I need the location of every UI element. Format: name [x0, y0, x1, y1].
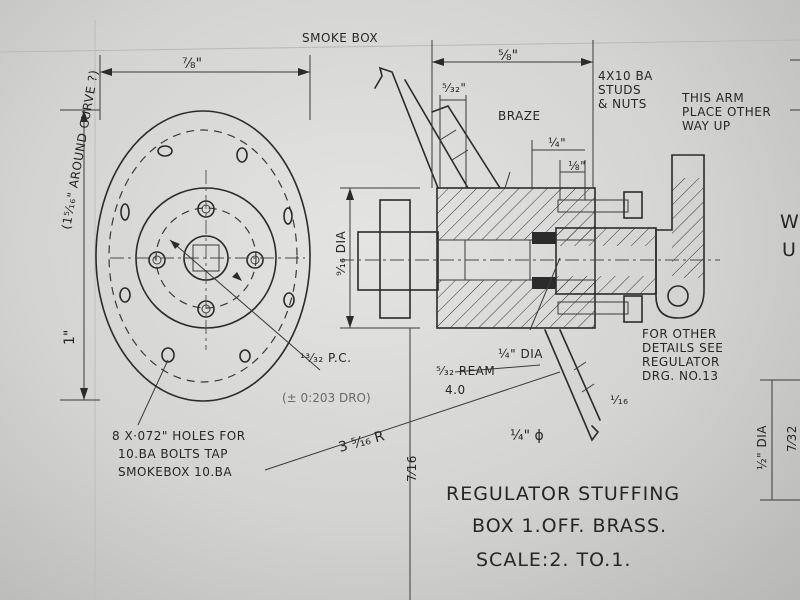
- dim-7-16-label: 7⁄16: [405, 455, 419, 482]
- holes-note-3: SMOKEBOX 10.BA: [118, 465, 232, 479]
- studs-label-1: 4X10 BA: [598, 69, 653, 83]
- dim-1-16-label: ¹⁄₁₆: [610, 393, 628, 407]
- ream-label: ⁵⁄₃₂ REAM: [436, 364, 495, 378]
- dim-half-dia-label: ½" DIA: [755, 425, 769, 470]
- tolerance-note: (± 0:203 DRO): [282, 391, 371, 405]
- dim-1in: [60, 109, 100, 401]
- dim-5-32-label: ⁵⁄₃₂": [442, 81, 466, 95]
- dia-label: ¼" DIA: [498, 347, 543, 361]
- spindle-shaft: [357, 231, 439, 291]
- arm-note-3: WAY UP: [682, 119, 731, 133]
- flange-outline: [95, 110, 311, 402]
- radius-label: 3 ⁵⁄₁₆ R: [337, 428, 387, 456]
- right-edge-view: [760, 59, 800, 501]
- bolt-pitch-circle: [108, 129, 298, 383]
- holes-note-1: 8 X·072" HOLES FOR: [112, 429, 246, 443]
- dim-1in-label: 1": [62, 330, 78, 345]
- paper-guides: [0, 20, 800, 600]
- braze-label: BRAZE: [498, 109, 541, 123]
- details-note-4: DRG. NO.13: [642, 369, 719, 383]
- holes-note-2: 10.BA BOLTS TAP: [118, 447, 228, 461]
- dim-9-16-label: ⁹⁄₁₆ DIA: [334, 230, 348, 276]
- studs-label-2: STUDS: [598, 83, 641, 97]
- pcd-label: ¹³⁄₃₂ P.C.: [300, 351, 351, 365]
- dim-7-8: [99, 55, 311, 120]
- bolt-holes: [119, 145, 295, 363]
- phi-label: ¼" ϕ: [510, 428, 544, 444]
- edge-letter-u: U: [782, 239, 797, 261]
- dim-7-8-label: ⅞": [182, 56, 202, 72]
- title-line-3: SCALE:2. TO.1.: [476, 549, 631, 571]
- dim-1-8-label: ⅛": [568, 159, 586, 173]
- dim-1-4-label: ¼": [548, 136, 566, 150]
- smoke-box-label: SMOKE BOX: [302, 31, 378, 45]
- section-dims: [264, 58, 593, 600]
- details-note-2: DETAILS SEE: [642, 341, 723, 355]
- arm-note-2: PLACE OTHER: [682, 105, 771, 119]
- front-view-flange: [95, 110, 321, 402]
- spindle-handle: [379, 199, 411, 319]
- dim-4-0-label: 4.0: [445, 383, 466, 397]
- edge-letter-w: W: [780, 211, 800, 233]
- title-line-2: BOX 1.OFF. BRASS.: [472, 515, 667, 537]
- section-view: [340, 40, 720, 442]
- details-note-1: FOR OTHER: [642, 327, 717, 341]
- smokebox-wall: [374, 66, 439, 189]
- arm-note-1: THIS ARM: [681, 91, 744, 105]
- stud-nuts: [148, 200, 264, 318]
- dim-7-32-label: 7⁄32: [785, 425, 799, 452]
- holes-leader: [137, 359, 169, 426]
- regulator-arm: [655, 154, 705, 319]
- lower-wall: [544, 329, 600, 442]
- dim-5-8-label: ⅝": [498, 48, 518, 64]
- title-line-1: REGULATOR STUFFING: [446, 483, 680, 505]
- studs-label-3: & NUTS: [598, 97, 647, 111]
- details-note-3: REGULATOR: [642, 355, 720, 369]
